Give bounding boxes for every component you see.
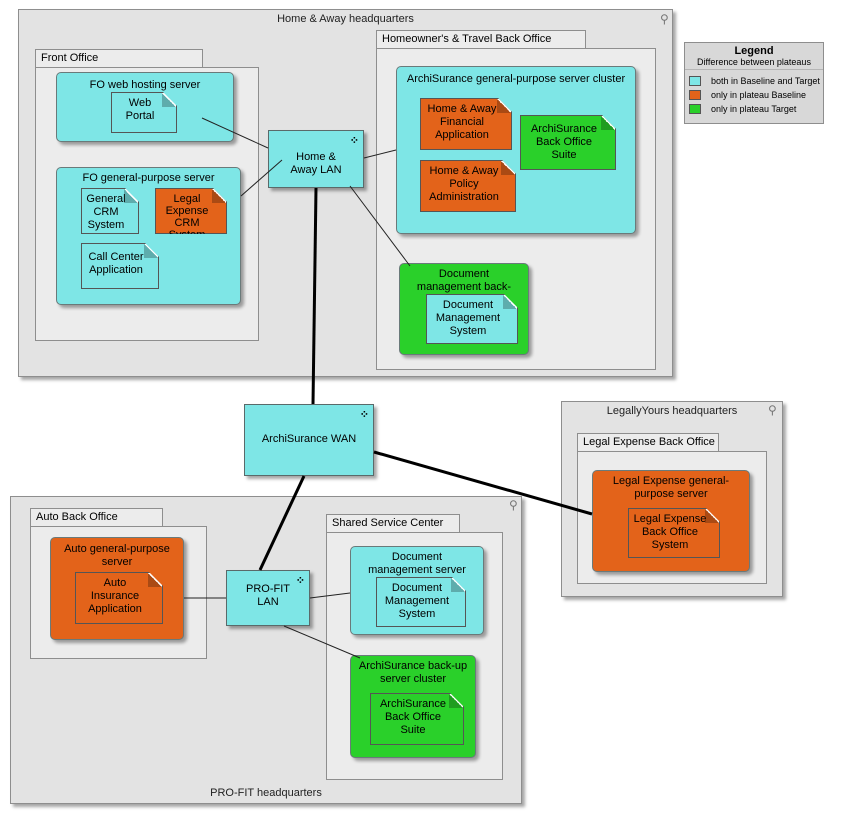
docbackup-to-ha-lan-line [349, 185, 411, 267]
legal-back-office-tab: Legal Expense Back Office [577, 433, 719, 452]
legend-item-label: only in plateau Baseline [711, 90, 807, 100]
auto-back-office-tab: Auto Back Office [30, 508, 163, 527]
document-management-artifact-2[interactable]: Document Management System [376, 577, 466, 627]
artifact-label: Auto Insurance Application [88, 577, 142, 615]
node-title: ArchiSurance general-purpose server clus… [406, 73, 626, 85]
node-title: Legal Expense general-purpose server [612, 475, 730, 500]
artifact-label: ArchiSurance Back Office Suite [379, 698, 447, 736]
legend-item: only in plateau Baseline [685, 88, 823, 102]
network-label: Home & Away LAN [290, 151, 342, 176]
node-title: FO web hosting server [89, 79, 201, 91]
artifact-label: Home & Away Policy Administration [429, 165, 499, 203]
artifact-label: Call Center Application [88, 251, 144, 276]
network-label: PRO-FIT LAN [246, 583, 290, 608]
home-away-location-title: Home & Away headquarters [277, 13, 414, 25]
node-title: Document management server [368, 551, 466, 576]
legend-swatch [689, 90, 701, 100]
archisurance-wan-network[interactable]: ArchiSurance WAN ⁘ [244, 404, 374, 476]
legend-subtitle: Difference between plateaus [685, 57, 823, 70]
home-away-lan-network[interactable]: Home & Away LAN ⁘ [268, 130, 364, 188]
shared-service-center-tab: Shared Service Center [326, 514, 460, 533]
artifact-label: Home & Away Financial Application [427, 103, 497, 141]
node-title: ArchiSurance back-up server cluster [358, 660, 468, 685]
location-pin-icon: ⚲ [660, 12, 669, 26]
artifact-label: Legal Expense Back Office System [633, 513, 707, 551]
network-icon: ⁘ [359, 409, 369, 421]
network-label: ArchiSurance WAN [261, 433, 357, 445]
legend-swatch [689, 104, 701, 114]
profit-lan-network[interactable]: PRO-FIT LAN ⁘ [226, 570, 310, 626]
fogp-to-ha-lan-line [240, 159, 283, 197]
network-icon: ⁘ [295, 575, 305, 587]
general-crm-artifact[interactable]: General CRM System [81, 188, 139, 234]
location-pin-icon: ⚲ [768, 403, 777, 417]
legal-expense-crm-artifact[interactable]: Legal Expense CRM System [155, 188, 227, 234]
location-pin-icon: ⚲ [509, 498, 518, 512]
web-to-ha-lan-line [201, 117, 269, 149]
profit-location-title: PRO-FIT headquarters [210, 787, 322, 799]
call-center-artifact[interactable]: Call Center Application [81, 243, 159, 289]
legend-swatch [689, 76, 701, 86]
node-title: Auto general-purpose server [64, 543, 170, 568]
legend-item-label: both in Baseline and Target [711, 76, 820, 86]
artifact-label: ArchiSurance Back Office Suite [530, 123, 598, 161]
legal-bo-system-artifact[interactable]: Legal Expense Back Office System [628, 508, 720, 558]
ha-policy-artifact[interactable]: Home & Away Policy Administration [420, 160, 516, 212]
legally-yours-location-title: LegallyYours headquarters [606, 405, 738, 417]
artifact-label: Document Management System [435, 299, 501, 337]
travel-back-office-tab: Homeowner's & Travel Back Office [376, 30, 586, 49]
artifact-label: General CRM System [86, 193, 126, 231]
wan-to-profit-lan-line [258, 475, 306, 571]
artifact-label: Document Management System [384, 582, 450, 620]
node-title: FO general-purpose server [82, 172, 215, 184]
auto-insurance-artifact[interactable]: Auto Insurance Application [75, 572, 163, 624]
artifact-label: Web Portal [125, 97, 155, 122]
cluster-to-ha-lan-line [363, 149, 397, 159]
back-office-suite-artifact-2[interactable]: ArchiSurance Back Office Suite [370, 693, 464, 745]
docmgmt-to-profit-lan-line [309, 592, 351, 599]
backup-to-profit-lan-line [283, 625, 361, 659]
back-office-suite-artifact[interactable]: ArchiSurance Back Office Suite [520, 115, 616, 170]
ha-lan-to-wan-line [311, 187, 318, 405]
wan-to-legal-line [373, 450, 593, 516]
legend-title: Legend [734, 45, 774, 57]
legend-item: both in Baseline and Target [685, 74, 823, 88]
front-office-tab: Front Office [35, 49, 203, 68]
legend: Legend Difference between plateaus both … [684, 42, 824, 124]
legend-item-label: only in plateau Target [711, 104, 797, 114]
document-management-artifact[interactable]: Document Management System [426, 294, 518, 344]
ha-financial-artifact[interactable]: Home & Away Financial Application [420, 98, 512, 150]
legend-item: only in plateau Target [685, 102, 823, 116]
web-portal-artifact[interactable]: Web Portal [111, 92, 177, 133]
network-icon: ⁘ [349, 135, 359, 147]
